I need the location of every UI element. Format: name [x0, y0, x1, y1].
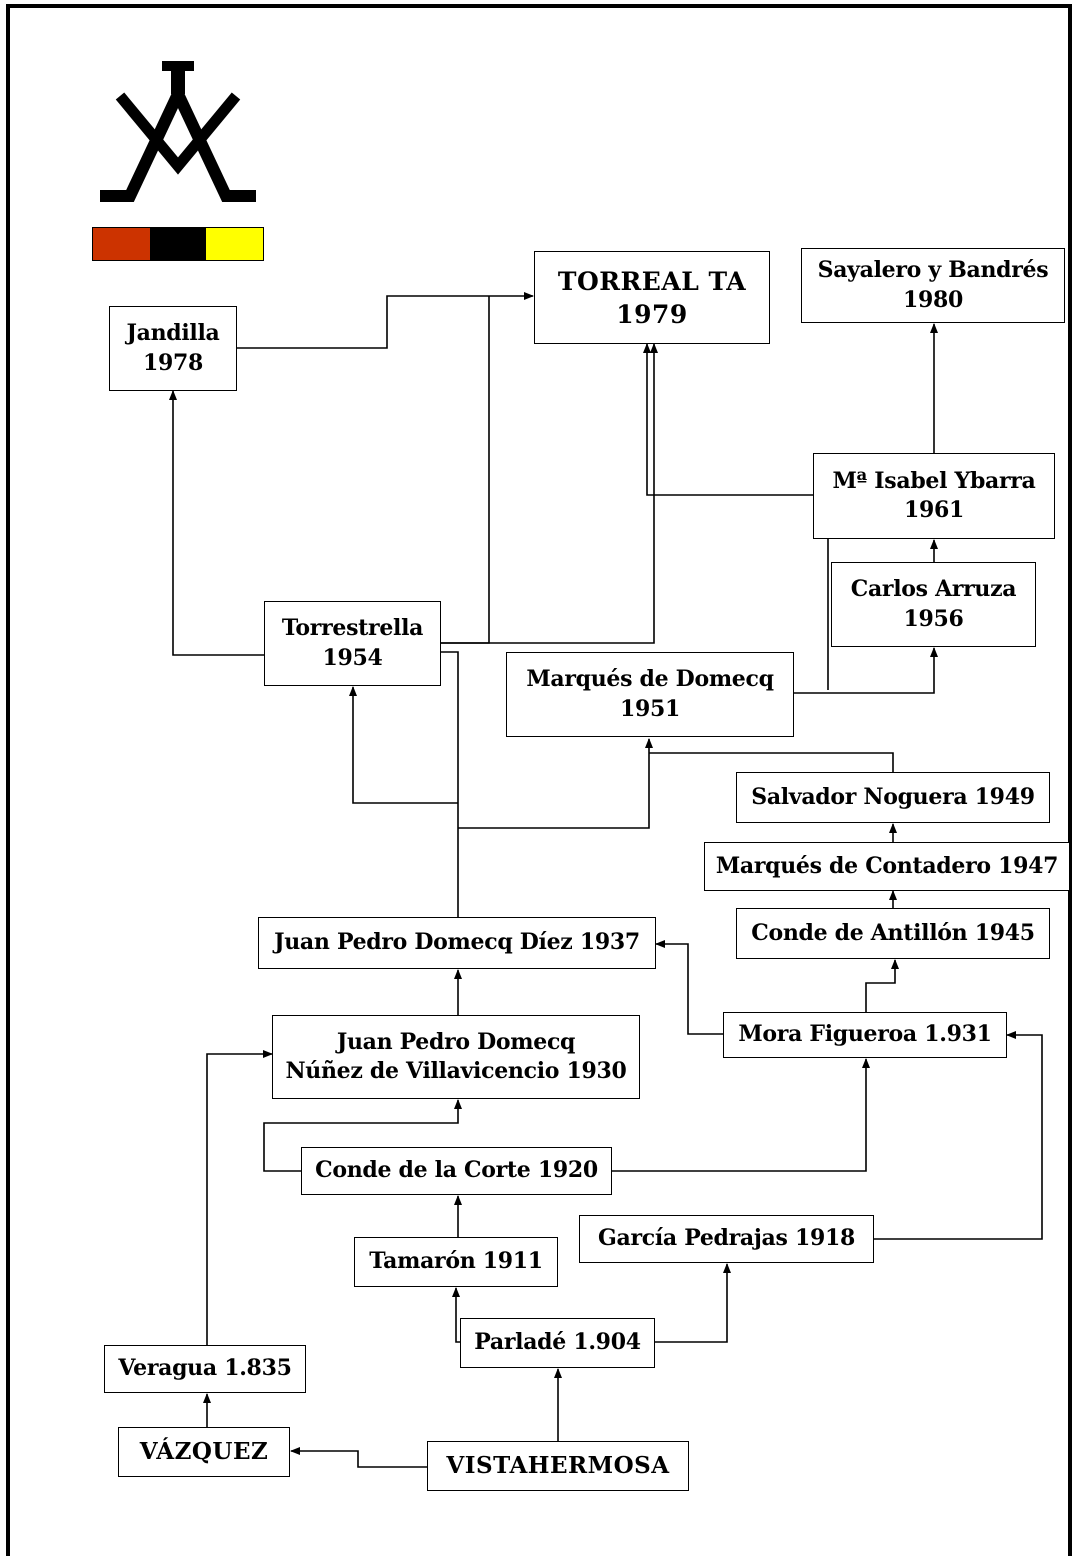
connector-torrestrella-torrealta-a: [441, 296, 490, 644]
node-marques-domecq: Marqués de Domecq 1951: [506, 652, 794, 737]
node-torrealta: TORREAL TA 1979: [534, 251, 770, 344]
node-arruza: Carlos Arruza 1956: [831, 562, 1036, 647]
node-torrestrella: Torrestrella 1954: [264, 601, 441, 686]
node-vistahermosa: VISTAHERMOSA: [427, 1441, 689, 1491]
connector-mora-jpdiez: [655, 940, 723, 1035]
connector-torrestrella-torrealta-b: [441, 343, 658, 644]
color-stripe-red: [93, 228, 150, 260]
node-conde-corte: Conde de la Corte 1920: [301, 1147, 612, 1195]
node-veragua: Veragua 1.835: [104, 1345, 306, 1393]
connector-mora-antillon: [865, 959, 899, 1012]
node-garcia-pedrajas: García Pedrajas 1918: [579, 1215, 874, 1263]
connector-jpdiez-trunk: [441, 651, 459, 917]
color-stripe-yellow: [206, 228, 264, 260]
node-jp-domecq-nunez: Juan Pedro Domecq Núñez de Villavicencio…: [272, 1015, 640, 1099]
node-mora-figueroa: Mora Figueroa 1.931: [723, 1012, 1007, 1058]
color-stripe-black: [149, 228, 207, 260]
connector-jpdiez-torrestrella: [349, 686, 458, 804]
color-stripe: [92, 227, 264, 261]
compass-square-logo: [100, 61, 256, 202]
connector-pedrajas-mora: [874, 1031, 1043, 1240]
connector-ybarra-torrealta: [643, 343, 829, 690]
node-jp-domecq-diez: Juan Pedro Domecq Díez 1937: [258, 917, 656, 969]
node-vazquez: VÁZQUEZ: [118, 1427, 290, 1477]
node-sayalero: Sayalero y Bandrés 1980: [801, 248, 1065, 323]
connector-veragua-jpnunez: [206, 1050, 273, 1345]
node-tamaron: Tamarón 1911: [354, 1237, 558, 1287]
node-conde-antillon: Conde de Antillón 1945: [736, 908, 1050, 959]
connector-jandilla-torrealta: [237, 292, 534, 349]
connector-corte-jpnunez: [263, 1099, 462, 1172]
connector-corte-mora: [612, 1058, 870, 1172]
connector-noguera-marquesdomecq: [649, 752, 894, 772]
node-marques-contadero: Marqués de Contadero 1947: [704, 842, 1070, 891]
connector-marquesdomecq-arruza: [794, 647, 938, 694]
node-salvador-noguera: Salvador Noguera 1949: [736, 772, 1050, 823]
node-ybarra: Mª Isabel Ybarra 1961: [813, 453, 1055, 539]
connector-parlade-pedrajas: [655, 1263, 731, 1343]
node-jandilla: Jandilla 1978: [109, 306, 237, 391]
node-parlade: Parladé 1.904: [460, 1318, 655, 1368]
diagram-frame: [6, 4, 1072, 1556]
connector-vistahermosa-vazquez: [290, 1447, 427, 1468]
connector-jpdiez-marquesdomecq: [458, 738, 653, 829]
connector-torrestrella-jandilla: [169, 390, 264, 656]
